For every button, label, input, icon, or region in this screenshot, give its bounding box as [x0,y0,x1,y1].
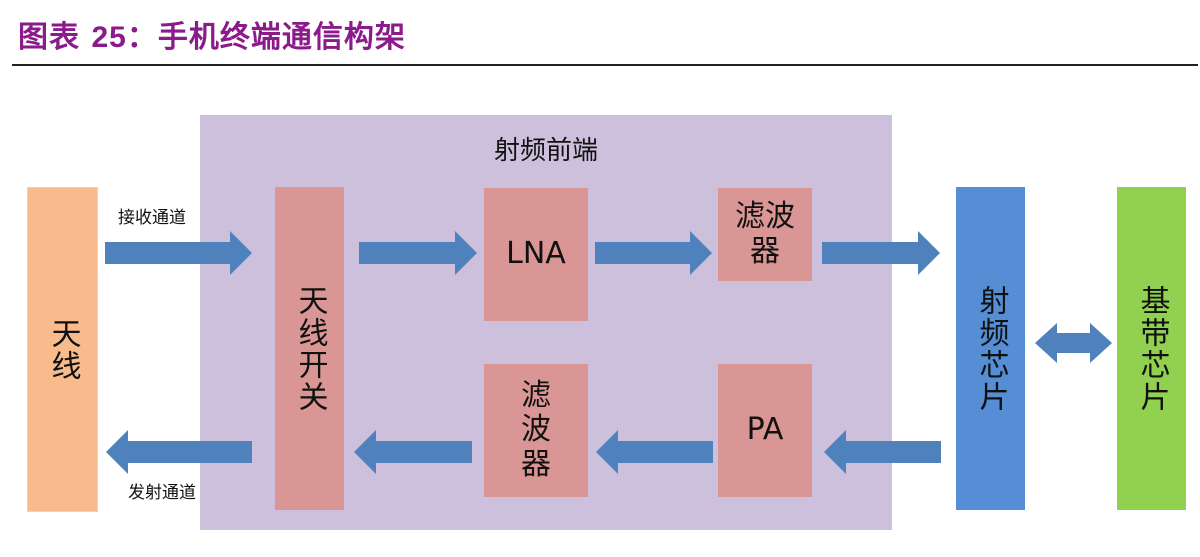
tx-arrow-filter-to-switch [354,430,472,474]
figure-title-text: ：手机终端通信构架 [126,20,406,55]
rx-arrow-filter-to-rfchip [822,231,940,275]
figure-title-prefix: 图表 [18,20,80,55]
rx-filter-label: 滤波器 [735,199,795,269]
figure-title: 图表 25：手机终端通信构架 [18,12,406,56]
lna-block: LNA [484,188,588,321]
baseband-chip-label: 基带芯片 [1134,284,1170,413]
lna-label: LNA [506,236,566,272]
antenna-switch-block: 天线开关 [275,187,344,510]
pa-label: PA [746,412,784,448]
rx-filter-block: 滤波器 [718,188,812,281]
transmit-path-label: 发射通道 [128,483,196,503]
baseband-chip-block: 基带芯片 [1117,187,1186,510]
bidirectional-arrow-rf-baseband [1035,323,1112,363]
tx-arrow-rfchip-to-pa [824,430,941,474]
receive-path-label: 接收通道 [118,208,186,228]
tx-arrow-pa-to-filter [596,430,713,474]
title-divider [12,64,1198,66]
rf-front-end-label: 射频前端 [493,136,598,166]
rx-arrow-switch-to-lna [359,231,477,275]
rx-arrow-antenna-to-switch [105,231,252,275]
rx-arrow-lna-to-filter [595,231,712,275]
rf-chip-label: 射频芯片 [973,284,1009,413]
antenna-label: 天线 [45,317,81,382]
figure-title-number: 25 [91,21,127,54]
antenna-block: 天线 [27,187,98,512]
rf-chip-block: 射频芯片 [956,187,1025,510]
tx-filter-label: 滤波器 [521,377,551,482]
pa-block: PA [718,364,812,497]
antenna-switch-label: 天线开关 [292,284,328,413]
tx-arrow-switch-to-antenna [106,430,252,474]
tx-filter-block: 滤波器 [484,364,588,497]
